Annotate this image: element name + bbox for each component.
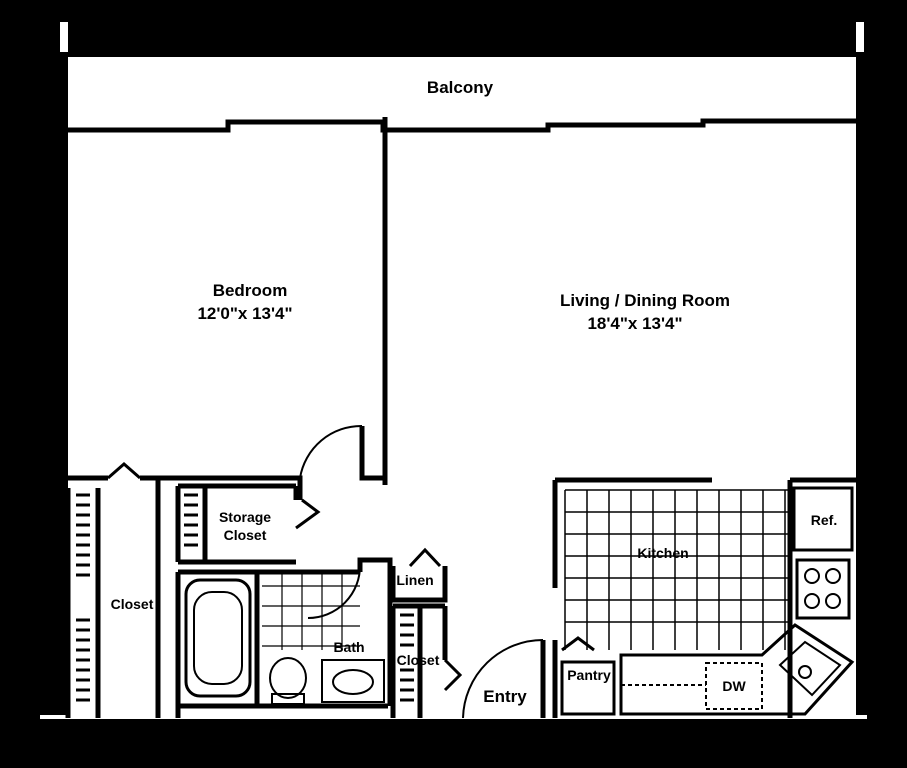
dishwasher-label: DW [722,678,746,694]
pantry-box [560,660,616,716]
partition-wall [359,117,388,485]
bedroom-dims: 12'0"x 13'4" [197,304,293,323]
linen-label: Linen [396,572,434,588]
kitchen-walls [552,477,856,718]
balcony-wall [68,118,856,133]
entry-label: Entry [483,687,527,706]
kitchen-label: Kitchen [637,545,689,561]
bedroom-label: Bedroom [212,281,288,300]
bottom-wall [40,718,867,728]
living-dims: 18'4"x 13'4" [587,314,683,333]
storage-closet-label-1: Storage [218,509,272,525]
hall-closet-walls [390,603,448,718]
linen-closet-walls [390,566,448,603]
bedroom-closet-label: Closet [110,596,154,612]
storage-closet-walls [175,483,299,565]
entry-door [462,639,544,719]
bath-walls [175,557,393,718]
top-wall [68,18,856,49]
refrigerator-label: Ref. [810,512,838,528]
balcony-label: Balcony [426,78,494,97]
bath-label: Bath [333,639,365,655]
floor-area [68,57,856,718]
bedroom-closet-walls [65,478,161,718]
storage-closet-label-2: Closet [223,527,267,543]
pantry-label: Pantry [567,667,611,683]
hall-closet-label: Closet [396,652,440,668]
living-label: Living / Dining Room [560,291,730,310]
